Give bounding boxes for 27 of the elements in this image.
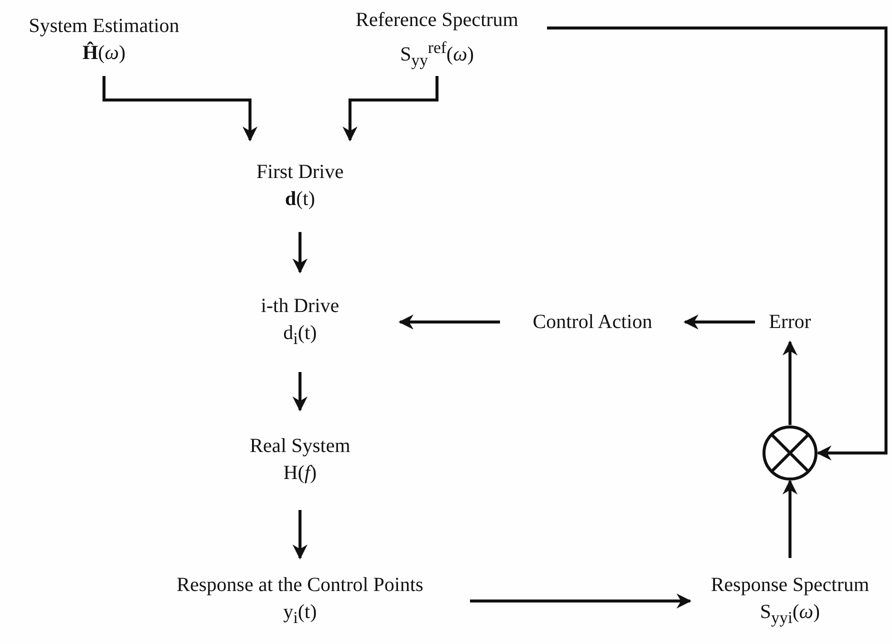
node-label: Response at the Control Points: [176, 572, 424, 598]
arrow: [782, 480, 798, 558]
arrow: [782, 340, 798, 425]
node-label: Reference Spectrum: [356, 8, 518, 33]
arrow: [292, 372, 308, 412]
arrow: [547, 26, 888, 460]
node-label: i-th Drive: [260, 294, 340, 318]
arrow: [398, 314, 500, 330]
math-expression: d(t): [284, 187, 315, 212]
node-label: Response Spectrum: [710, 572, 870, 598]
node-label: Real System: [250, 434, 350, 459]
node-label: First Drive: [256, 160, 344, 185]
math-expression: H(f): [283, 461, 317, 486]
arrow: [292, 232, 308, 274]
math-expression: d$_{i}$(t): [283, 320, 317, 350]
math-expression: Ĥ(ω): [82, 40, 126, 66]
arrow: [292, 510, 308, 560]
arrow: [684, 314, 755, 330]
arrow: [342, 76, 438, 142]
math-expression: S$_{yy}$$^{ref}$(ω): [400, 36, 474, 72]
node-label: Control Action: [532, 310, 652, 334]
node-label: Error: [768, 310, 812, 334]
math-expression: y$_{i}$(t): [283, 600, 317, 628]
node-label: System Estimation: [28, 14, 180, 39]
math-expression: S$_{yyi}$(ω): [760, 600, 820, 629]
arrow: [470, 594, 692, 608]
arrow: [102, 76, 258, 142]
